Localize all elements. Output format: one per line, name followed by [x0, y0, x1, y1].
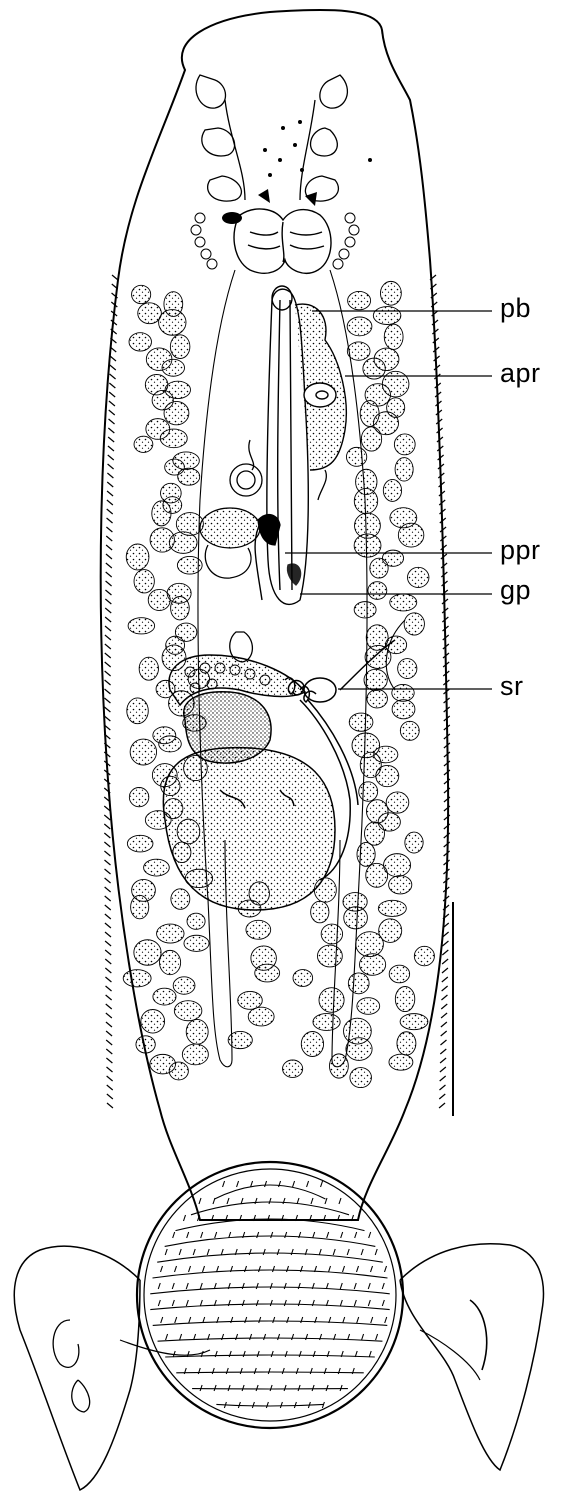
eye-spots	[222, 120, 372, 224]
head-organs	[191, 75, 359, 269]
label-sr: sr	[500, 673, 524, 700]
pharynx	[234, 209, 331, 273]
male-copulatory-organ	[255, 286, 346, 604]
label-ppr: ppr	[500, 537, 541, 564]
label-pb: pb	[500, 295, 531, 322]
label-apr: apr	[500, 360, 541, 387]
haptor	[14, 1162, 543, 1490]
label-gp: gp	[500, 577, 531, 604]
ovary-complex	[163, 655, 358, 910]
